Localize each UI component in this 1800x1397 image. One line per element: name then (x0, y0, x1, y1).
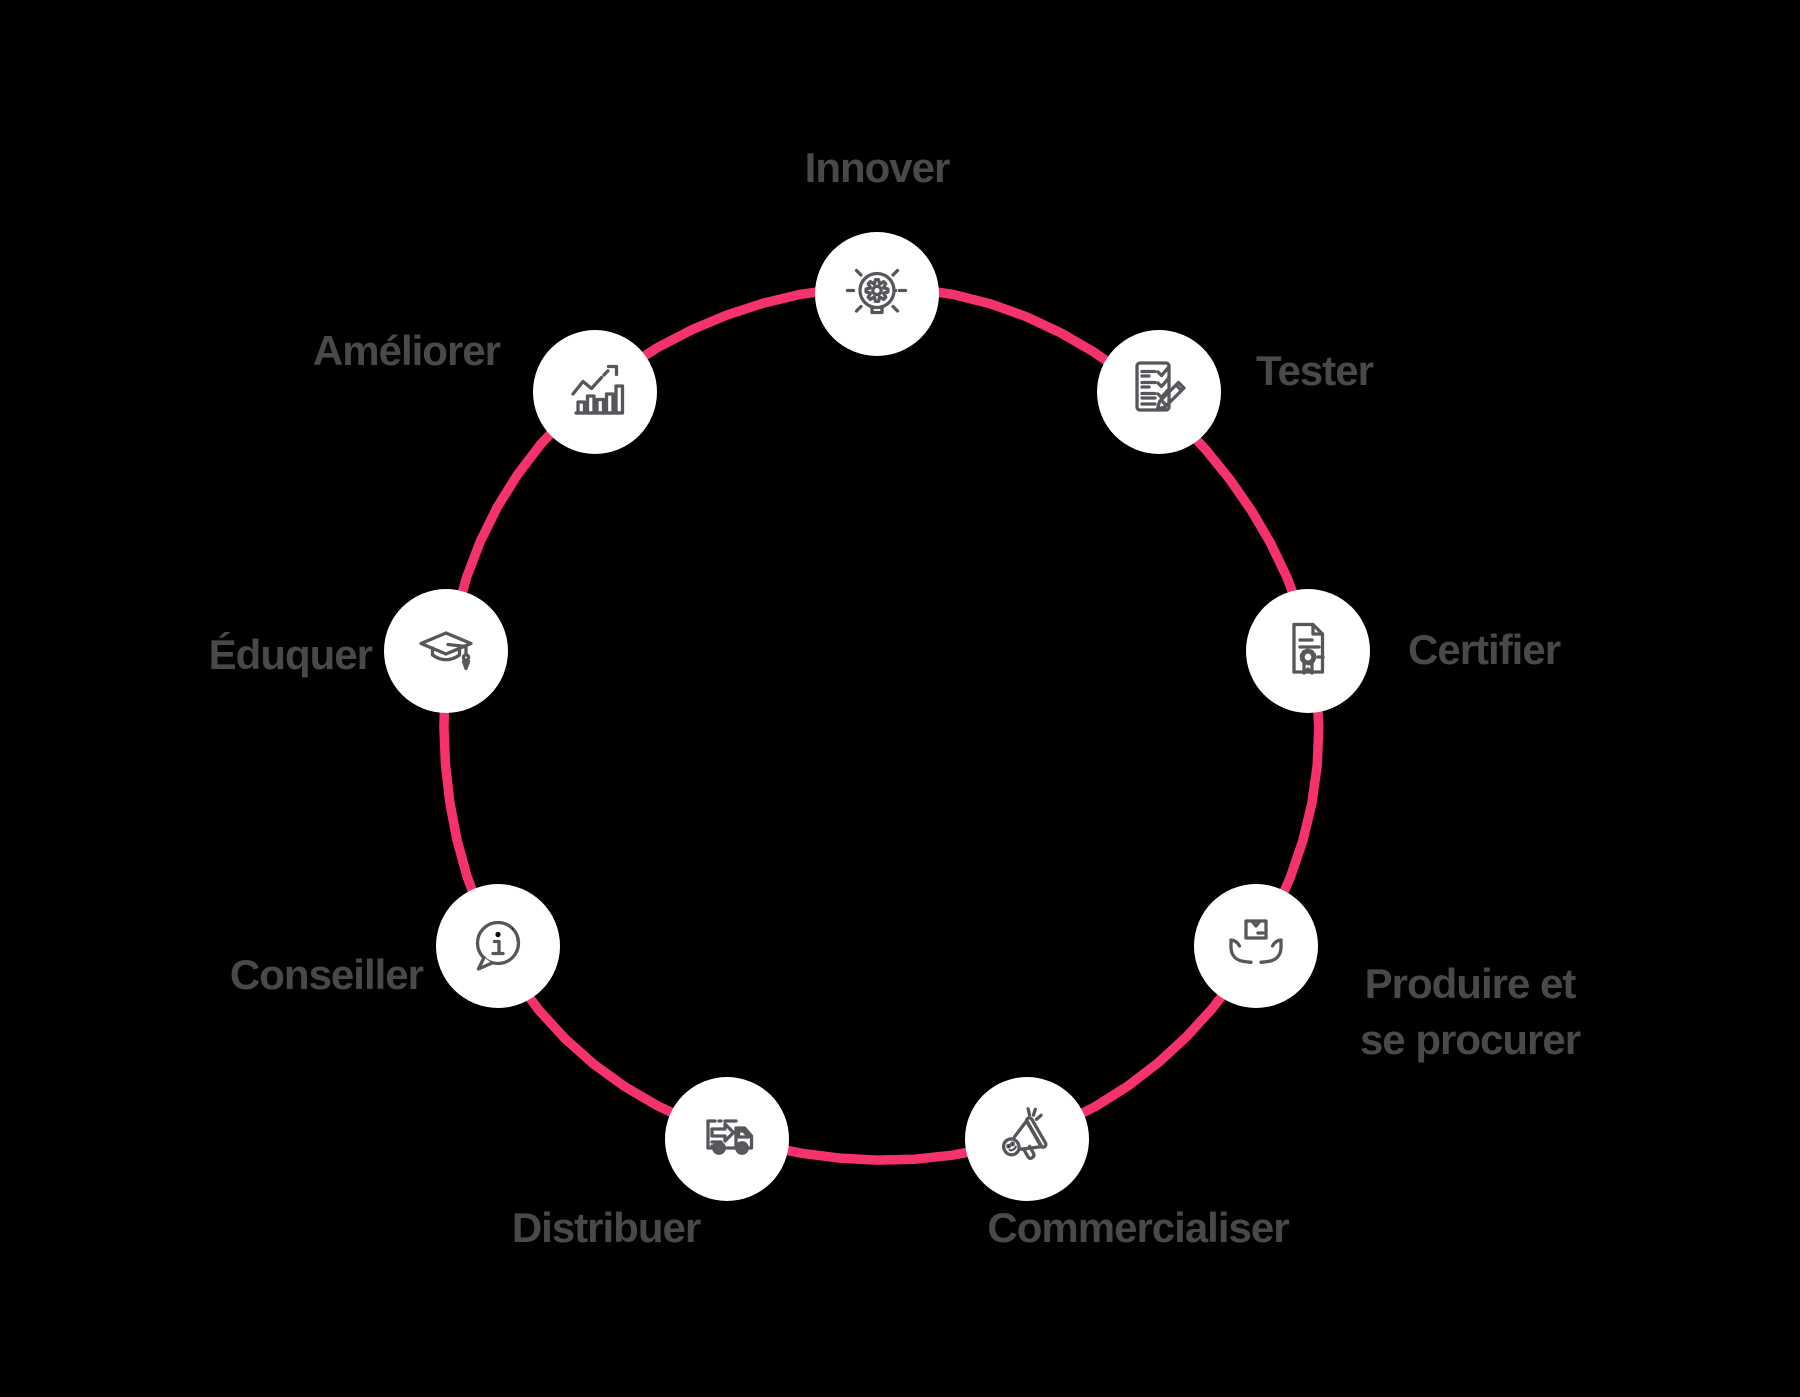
label-produire-line2: se procurer (1359, 1016, 1581, 1063)
lightbulb-gear-icon (845, 268, 908, 315)
label-commercialiser: Commercialiser (987, 1204, 1289, 1251)
node-eduquer (384, 589, 508, 713)
info-bubble-icon (475, 920, 521, 971)
certificate-icon (1292, 622, 1325, 675)
label-produire-line1: Produire et (1364, 960, 1577, 1007)
label-tester: Tester (1256, 347, 1374, 394)
node-innover (815, 232, 939, 356)
checklist-pencil-icon (1135, 361, 1186, 412)
label-eduquer: Éduquer (208, 631, 373, 678)
delivery-truck-icon (706, 1119, 754, 1155)
node-conseiller (436, 884, 560, 1008)
megaphone-icon (1001, 1107, 1048, 1160)
hands-box-icon (1229, 919, 1283, 964)
node-produire (1194, 884, 1318, 1008)
graduation-cap-icon (419, 631, 473, 671)
label-conseiller: Conseiller (229, 951, 424, 998)
label-ameliorer: Améliorer (312, 327, 501, 374)
label-innover: Innover (804, 144, 951, 191)
label-produire: Produire et se procurer (1359, 956, 1581, 1068)
node-tester (1097, 330, 1221, 454)
node-ameliorer (533, 330, 657, 454)
node-commercialiser (965, 1077, 1089, 1201)
label-certifier: Certifier (1408, 626, 1561, 673)
growth-chart-icon (571, 364, 625, 415)
node-distribuer (665, 1077, 789, 1201)
node-certifier (1246, 589, 1370, 713)
label-distribuer: Distribuer (511, 1204, 701, 1251)
